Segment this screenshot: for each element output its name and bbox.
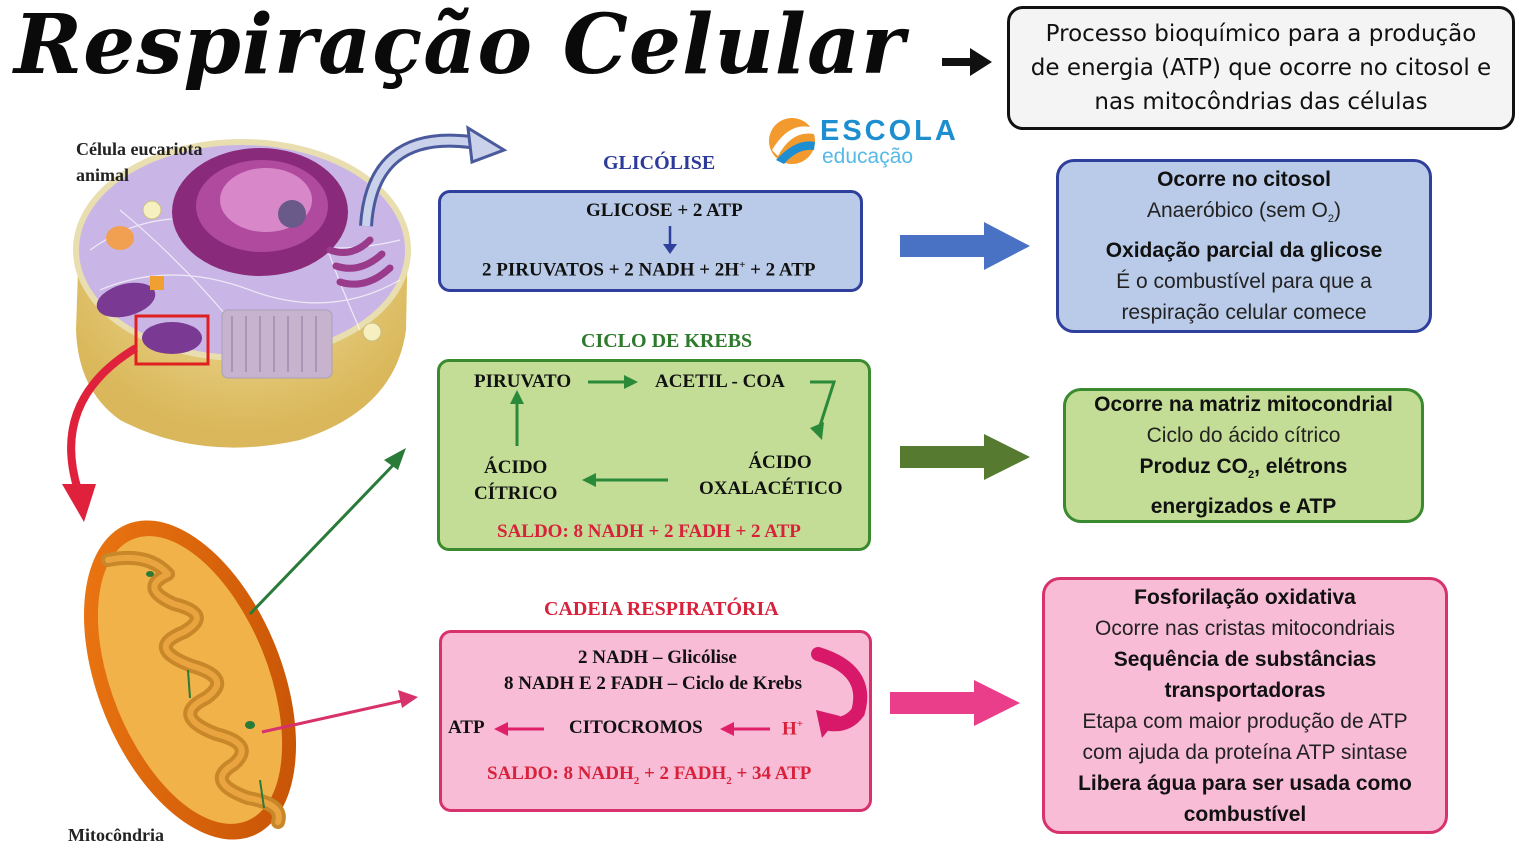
krebs-piruvato: PIRUVATO (474, 371, 572, 392)
glicolise-title: GLICÓLISE (603, 152, 716, 174)
title-arrow-icon (942, 48, 992, 76)
info-box-krebs: Ocorre na matriz mitocondrial Ciclo do á… (1063, 388, 1424, 523)
page-title: Respiração Celular (14, 0, 906, 93)
definition-box: Processo bioquímico para a produção de e… (1007, 6, 1515, 130)
cadeia-to-info-arrow-icon (890, 680, 1020, 726)
info-line: combustível (1183, 802, 1307, 826)
info-line: com ajuda da proteína ATP sintase (1082, 740, 1408, 764)
cadeia-atp: ATP (448, 717, 485, 738)
krebs-saldo: SALDO: 8 NADH + 2 FADH + 2 ATP (497, 521, 801, 542)
logo-subtitle: educação (822, 145, 914, 168)
info-line: Anaeróbico (sem O2) (1146, 198, 1342, 226)
glicolise-products: 2 PIRUVATOS + 2 NADH + 2H+ + 2 ATP (482, 259, 816, 281)
cell-to-glicolise-arrow-icon (359, 125, 508, 227)
logo-name: ESCOLA (820, 115, 959, 147)
info-line: Produz CO2, elétrons (1139, 454, 1348, 482)
cadeia-line-2: 8 NADH E 2 FADH – Ciclo de Krebs (504, 673, 803, 694)
animal-cell-illustration (73, 139, 411, 448)
info-line: transportadoras (1164, 678, 1326, 702)
info-line: Oxidação parcial da glicose (1105, 239, 1383, 263)
cadeia-box (439, 630, 872, 812)
cell-to-mito-arrow-icon (62, 344, 139, 522)
info-line: Etapa com maior produção de ATP (1082, 709, 1408, 733)
info-line: É o combustível para que a (1116, 270, 1372, 294)
definition-line: Processo bioquímico para a produção (1045, 21, 1477, 47)
cadeia-line-1: 2 NADH – Glicólise (578, 647, 737, 668)
mitochondria-label: Mitocôndria (68, 825, 164, 845)
definition-line: de energia (ATP) que ocorre no citosol e (1030, 55, 1492, 81)
info-line: Ciclo do ácido cítrico (1146, 423, 1341, 447)
glicolise-to-info-arrow-icon (900, 222, 1030, 270)
krebs-citrico: CÍTRICO (474, 483, 558, 504)
cadeia-h-ion: H+ (782, 718, 804, 740)
info-line: respiração celular comece (1121, 301, 1367, 325)
info-line: Fosforilação oxidativa (1134, 585, 1356, 609)
krebs-acido-1: ÁCIDO (748, 452, 812, 473)
info-line: Ocorre no citosol (1157, 167, 1331, 191)
krebs-to-info-arrow-icon (900, 434, 1030, 480)
info-line: Ocorre na matriz mitocondrial (1094, 392, 1393, 416)
info-line: Ocorre nas cristas mitocondriais (1095, 616, 1395, 640)
info-line: Sequência de substâncias (1113, 647, 1377, 671)
krebs-box (437, 359, 871, 551)
cadeia-title: CADEIA RESPIRATÓRIA (544, 598, 779, 620)
info-box-cadeia: Fosforilação oxidativa Ocorre nas crista… (1042, 577, 1448, 834)
info-box-glicolise: Ocorre no citosol Anaeróbico (sem O2) Ox… (1056, 159, 1432, 333)
krebs-title: CICLO DE KREBS (581, 330, 753, 352)
cell-label: Célula eucariota animal (76, 139, 203, 185)
glicolise-reactants: GLICOSE + 2 ATP (586, 200, 743, 221)
glicolise-box (438, 190, 863, 292)
definition-line: nas mitocôndrias das células (1094, 89, 1428, 115)
cadeia-saldo: SALDO: 8 NADH2 + 2 FADH2 + 34 ATP (487, 763, 812, 787)
krebs-acetil-coa: ACETIL - COA (655, 371, 785, 392)
mito-to-cadeia-arrow-icon (261, 690, 418, 734)
krebs-oxalacetico: OXALACÉTICO (699, 478, 843, 499)
info-line: energizados e ATP (1150, 495, 1337, 519)
mito-to-krebs-arrow-icon (248, 448, 406, 616)
mitochondria-illustration (83, 520, 297, 840)
cadeia-citocromos: CITOCROMOS (569, 717, 703, 738)
krebs-acido-2: ÁCIDO (484, 457, 548, 478)
info-line: Libera água para ser usada como (1078, 771, 1412, 795)
